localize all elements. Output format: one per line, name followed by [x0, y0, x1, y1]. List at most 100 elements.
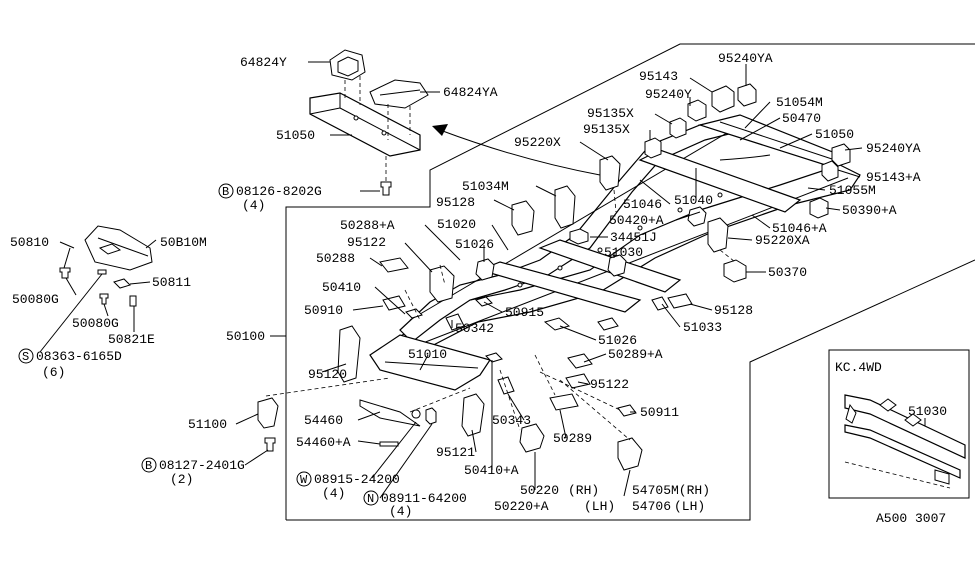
nut-08911: [425, 407, 437, 425]
bracket-50811: [113, 278, 131, 289]
bracket-95143a: [821, 160, 839, 182]
label-08363-qty: (6): [42, 365, 65, 380]
bracket-50343: [497, 376, 515, 395]
label-08126-qty: (4): [242, 198, 265, 213]
bracket-95128b: [667, 293, 693, 309]
bracket-95240ya-top: [737, 83, 757, 107]
label-50910: 50910: [304, 303, 343, 318]
label-50810: 50810: [10, 235, 49, 250]
bolt-prefix-b-icon-2: B: [145, 459, 152, 473]
label-95128-lower: 95128: [714, 303, 753, 318]
label-rh: (RH): [568, 483, 599, 498]
label-51100: 51100: [188, 417, 227, 432]
label-95240ya-right: 95240YA: [866, 141, 921, 156]
label-50915: 50915: [505, 305, 544, 320]
bolt-prefix-b-icon: B: [222, 185, 229, 199]
label-95135x-a: 95135X: [587, 106, 634, 121]
label-08915-qty: (4): [322, 486, 345, 501]
main-panel-outline: [285, 43, 975, 521]
label-50220: 50220: [520, 483, 559, 498]
diagram-code: A500 3007: [876, 511, 946, 526]
label-54706: 54706: [632, 499, 671, 514]
label-50342: 50342: [455, 321, 494, 336]
label-95135x-b: 95135X: [583, 122, 630, 137]
left-bracket-group: [59, 225, 153, 307]
inset-title: KC.4WD: [835, 360, 882, 375]
inset-frame-drawing: [844, 394, 966, 489]
bracket-51030: [607, 254, 627, 277]
label-50420a: 50420+A: [609, 213, 664, 228]
label-51050-top: 51050: [276, 128, 315, 143]
bracket-51026-mid: [597, 317, 619, 331]
bracket-95135x-b: [644, 137, 662, 159]
bracket-64824ya: [369, 79, 429, 109]
label-95122-top: 95122: [347, 235, 386, 250]
label-51054m: 51054M: [776, 95, 823, 110]
bracket-51026-upper: [475, 258, 495, 281]
part-labels: 64824Y 64824YA 51050 08126-8202G (4) 951…: [10, 51, 946, 526]
label-51034m: 51034M: [462, 179, 509, 194]
label-34451j: 34451J: [610, 230, 657, 245]
mount-34451j: [569, 228, 589, 245]
bracket-95122-upper: [429, 265, 455, 303]
label-50b10m: 50B10M: [160, 235, 207, 250]
leader-lines: [39, 61, 863, 499]
bolt-08127: [264, 437, 276, 452]
prefix-symbols: B S B W N: [18, 183, 379, 506]
washer-prefix-w-icon: W: [300, 473, 308, 487]
top-crossmember-group: [309, 49, 771, 196]
label-50470: 50470: [782, 111, 821, 126]
bracket-50220: [519, 423, 545, 453]
label-50821e: 50821E: [108, 332, 155, 347]
mount-50370: [723, 259, 747, 283]
bracket-50911: [617, 404, 637, 417]
bracket-50289: [549, 393, 579, 411]
label-50390a: 50390+A: [842, 203, 897, 218]
label-08911: 08911-64200: [381, 491, 467, 506]
label-95240y: 95240Y: [645, 87, 692, 102]
bracket-50288: [379, 257, 409, 273]
label-51033: 51033: [683, 320, 722, 335]
label-08915: 08915-24200: [314, 472, 400, 487]
bracket-95220xa: [707, 217, 729, 253]
label-08911-qty: (4): [389, 504, 412, 519]
bracket-95122-lower: [565, 373, 591, 389]
label-95121: 95121: [436, 445, 475, 460]
label-lh: (LH): [584, 499, 615, 514]
label-08363: 08363-6165D: [36, 349, 122, 364]
bracket-50342: [445, 313, 465, 331]
label-50911: 50911: [640, 405, 679, 420]
label-50100: 50100: [226, 329, 265, 344]
label-50080g-a: 50080G: [12, 292, 59, 307]
label-51046a: 51046+A: [772, 221, 827, 236]
screw-prefix-s-icon: S: [22, 350, 29, 364]
label-50410: 50410: [322, 280, 361, 295]
label-95220x: 95220X: [514, 135, 561, 150]
label-54460a: 54460+A: [296, 435, 351, 450]
label-95143: 95143: [639, 69, 678, 84]
washer-08915: [411, 409, 421, 419]
bracket-50b10m: [84, 225, 153, 271]
label-50220a: 50220+A: [494, 499, 549, 514]
bracket-50289a: [567, 353, 593, 369]
label-50288: 50288: [316, 251, 355, 266]
bracket-95240ya-right: [831, 143, 851, 167]
bolt-50080g-b: [99, 293, 109, 305]
label-50080g-b: 50080G: [72, 316, 119, 331]
label-51026-upper: 51026: [455, 237, 494, 252]
screw-08363: [97, 269, 107, 275]
bracket-95128a: [511, 200, 535, 236]
bracket-95143: [711, 85, 735, 113]
bolt-54460a: [379, 441, 399, 447]
label-50289: 50289: [553, 431, 592, 446]
bracket-50410a: [485, 352, 503, 363]
frame-brackets: [257, 83, 851, 471]
screw-50821e: [129, 295, 137, 307]
label-51026-lower: 51026: [598, 333, 637, 348]
label-08126: 08126-8202G: [236, 184, 322, 199]
bracket-95121: [461, 393, 485, 437]
label-95220xa: 95220XA: [755, 233, 810, 248]
front-crossmember-51010: [369, 334, 491, 391]
inset-panel: KC.4WD 51030: [828, 349, 970, 499]
label-54460: 54460: [304, 413, 343, 428]
